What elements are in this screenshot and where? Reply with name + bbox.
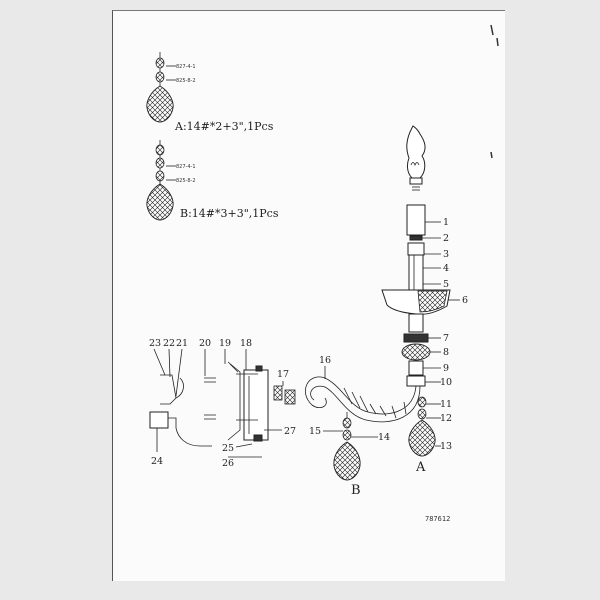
arm-connector bbox=[284, 389, 296, 405]
flame-bulb bbox=[406, 125, 426, 179]
callout-labels: 1 2 3 4 5 6 7 8 9 10 11 12 13 14 15 16 1… bbox=[149, 217, 468, 469]
candle-stack bbox=[381, 125, 451, 457]
spacer-tube bbox=[408, 360, 424, 376]
callout-16: 16 bbox=[319, 355, 331, 366]
part-number-top: 827-4-1 bbox=[176, 164, 196, 170]
callout-26: 26 bbox=[222, 458, 234, 469]
locking-nut bbox=[403, 333, 429, 343]
scan-marks bbox=[490, 24, 499, 159]
back-plate bbox=[243, 369, 269, 441]
junction-box bbox=[149, 411, 169, 429]
pendant-b-crystal bbox=[333, 441, 361, 481]
pendant-a-crystal bbox=[408, 419, 436, 457]
octagon-bead bbox=[155, 157, 165, 169]
glass-ball bbox=[401, 343, 431, 361]
part-number-bottom: 825-8-2 bbox=[176, 178, 196, 184]
part-number-bottom: 825-8-2 bbox=[176, 78, 196, 84]
callout-23: 23 bbox=[149, 338, 161, 349]
socket-ring bbox=[409, 235, 423, 241]
callout-21: 21 bbox=[176, 338, 188, 349]
socket-cover bbox=[406, 204, 426, 236]
callout-10: 10 bbox=[440, 377, 452, 388]
leader-lines bbox=[153, 221, 460, 458]
teardrop-crystal bbox=[146, 183, 174, 221]
pendant-b-caption: B:14#*3+3",1Pcs bbox=[180, 207, 279, 220]
callout-8: 8 bbox=[443, 347, 449, 358]
marker-a: A bbox=[415, 460, 426, 475]
part-number-top: 827-4-1 bbox=[176, 64, 196, 70]
callout-2: 2 bbox=[443, 233, 449, 244]
bulb-base bbox=[409, 177, 423, 185]
callout-15: 15 bbox=[309, 426, 321, 437]
callout-7: 7 bbox=[443, 333, 449, 344]
pendant-a-diagram: 827-4-1 825-8-2 A:14#*2+3",1Pcs bbox=[146, 52, 274, 133]
marker-b: B bbox=[351, 483, 361, 498]
pendant-b-diagram: 827-4-1 825-8-2 B:14#*3+3",1Pcs bbox=[146, 140, 279, 221]
arm-cup bbox=[406, 375, 426, 387]
callout-22: 22 bbox=[163, 338, 175, 349]
tube-lower bbox=[408, 313, 424, 333]
callout-17: 17 bbox=[277, 369, 289, 380]
wall-bracket bbox=[149, 361, 283, 447]
octagon-bead bbox=[155, 144, 165, 156]
callout-14: 14 bbox=[378, 432, 390, 443]
callout-12: 12 bbox=[440, 413, 452, 424]
callout-4: 4 bbox=[443, 263, 449, 274]
callout-18: 18 bbox=[240, 338, 252, 349]
callout-1: 1 bbox=[443, 217, 449, 228]
octagon-bead bbox=[155, 57, 165, 69]
callout-5: 5 bbox=[443, 279, 449, 290]
holder-cup bbox=[407, 242, 425, 256]
candle-tube bbox=[408, 254, 424, 296]
curved-arm bbox=[284, 376, 421, 481]
callout-3: 3 bbox=[443, 249, 449, 260]
callout-11: 11 bbox=[440, 399, 452, 410]
octagon-bead bbox=[155, 71, 165, 83]
plate-connector bbox=[273, 385, 283, 401]
callout-20: 20 bbox=[199, 338, 211, 349]
callout-13: 13 bbox=[440, 441, 452, 452]
callout-9: 9 bbox=[443, 363, 449, 374]
callout-6: 6 bbox=[462, 295, 468, 306]
teardrop-crystal bbox=[146, 85, 174, 123]
callout-27: 27 bbox=[284, 426, 296, 437]
callout-25: 25 bbox=[222, 443, 234, 454]
callout-24: 24 bbox=[151, 456, 163, 467]
callout-19: 19 bbox=[219, 338, 231, 349]
octagon-bead bbox=[155, 170, 165, 182]
document-code: 787612 bbox=[425, 515, 450, 523]
pendant-a-caption: A:14#*2+3",1Pcs bbox=[174, 120, 274, 133]
